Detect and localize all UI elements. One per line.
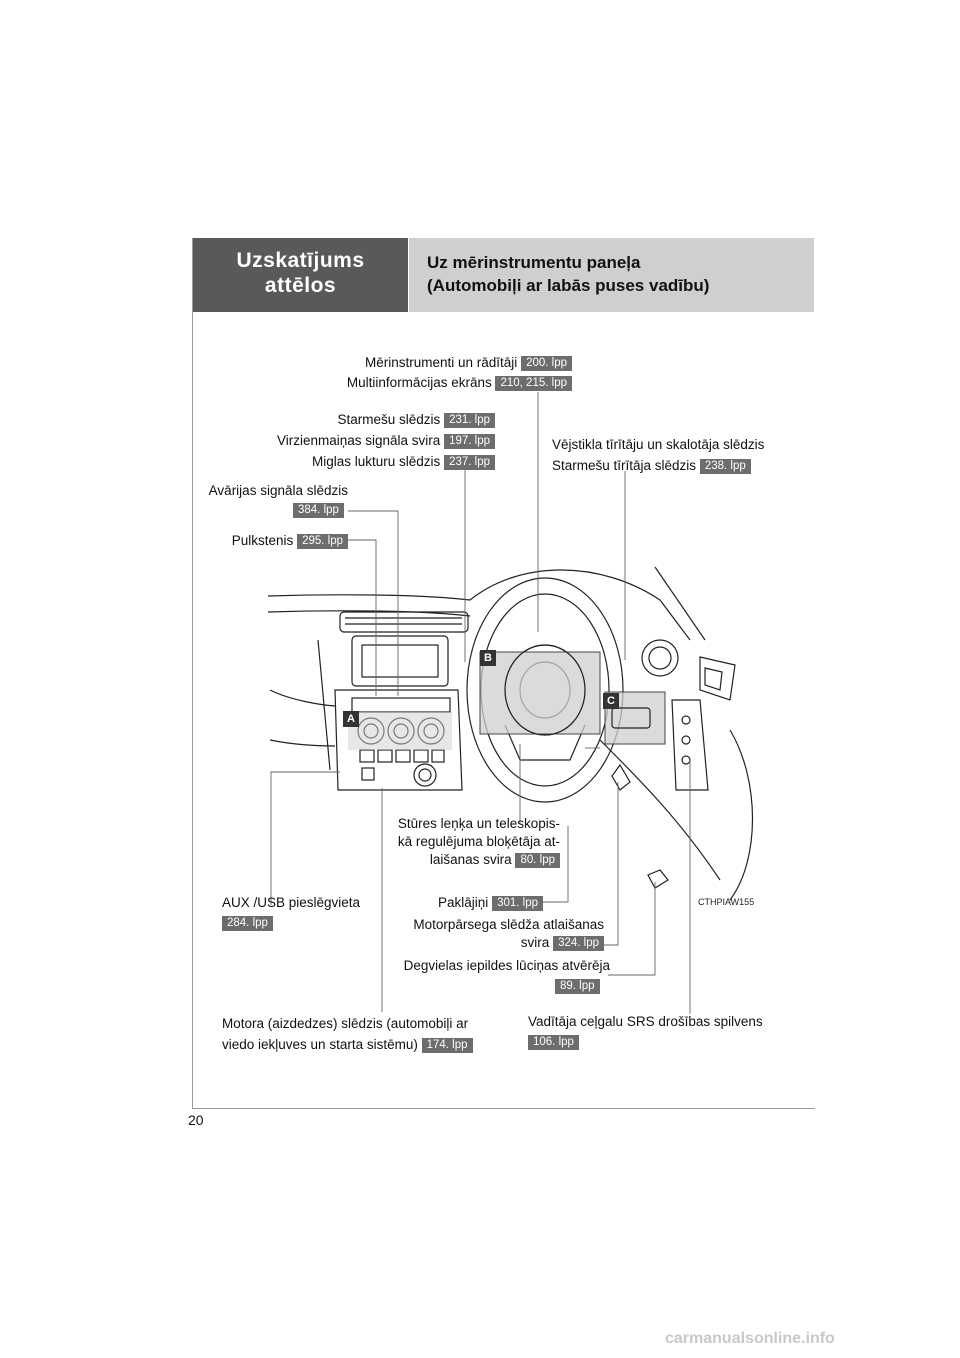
page-ref-badge[interactable]: 324. lpp [553,935,604,951]
watermark: carmanualsonline.info [665,1330,835,1347]
callout-headlight-cleaner-text: Starmešu tīrītāja slēdzis [552,458,697,473]
page-ref-badge[interactable]: 80. lpp [515,852,560,868]
callout-fuel-door: Degvielas iepildes lūciņas atvērēja [403,958,610,973]
page-ref-badge[interactable]: 295. lpp [297,533,348,549]
callout-multi-info: Multiinformācijas ekrāns 210, 215. lpp [300,374,572,392]
callout-hood-line1: Motorpārsega slēdža atlaišanas [413,917,604,932]
callout-turn-signal: Virzienmaiņas signāla svira 197. lpp [230,432,495,450]
callout-gauges-text: Mērinstrumenti un rādītāji [364,355,518,370]
callout-tilt-line2: kā regulējuma bloķētāja at- [397,834,560,849]
page-ref-badge[interactable]: 238. lpp [699,458,751,474]
callout-floor-mats: Paklājiņi 301. lpp [400,894,543,912]
callout-knee-airbag: Vadītāja ceļgalu SRS drošības spilvens [528,1014,763,1029]
page-ref-badge[interactable]: 301. lpp [492,895,543,911]
callout-headlight-cleaner: Starmešu tīrītāja slēdzis 238. lpp [552,457,751,475]
callout-hood-line2: svira [520,935,550,950]
callout-floor-mats-text: Paklājiņi [438,895,489,910]
page-ref-badge[interactable]: 210, 215. lpp [495,375,572,391]
callout-headlight-switch-text: Starmešu slēdzis [337,412,441,427]
callout-hazard: Avārijas signāla slēdzis [208,483,348,498]
callout-clock-text: Pulkstenis [231,533,294,548]
page-ref-badge[interactable]: 284. lpp [222,916,273,931]
callout-engine-line1: Motora (aizdedzes) slēdzis (automobiļi a… [222,1016,469,1031]
callout-turn-signal-text: Virzienmaiņas signāla svira [276,433,441,448]
section-tab: Uzskatījums attēlos [193,238,408,312]
page-ref-badge[interactable]: 237. lpp [444,454,495,470]
callout-fog-light-text: Miglas lukturu slēdzis [312,454,441,469]
callout-tilt-line3: laišanas svira [429,852,512,867]
callout-hood-release: Motorpārsega slēdža atlaišanas svira 324… [380,916,604,952]
callout-engine-switch: Motora (aizdedzes) slēdzis (automobiļi a… [222,1015,473,1054]
page-ref-badge[interactable]: 174. lpp [421,1037,473,1053]
marker-b: B [480,650,496,666]
callout-wiper-switch: Vējstikla tīrītāju un skalotāja slēdzis [552,437,765,452]
page-ref-badge[interactable]: 89. lpp [555,979,600,994]
callout-engine-line2: viedo iekļuves un starta sistēmu) [222,1037,418,1052]
section-title-line1: Uzskatījums [236,249,365,272]
page-ref-badge[interactable]: 197. lpp [444,433,495,449]
callout-gauges: Mērinstrumenti un rādītāji 200. lpp [330,354,572,372]
page-number: 20 [188,1112,204,1128]
callout-clock: Pulkstenis 295. lpp [150,532,348,550]
marker-a: A [343,711,359,727]
section-title-line2: attēlos [264,274,337,297]
page-title-line1: Uz mērinstrumentu paneļa [427,253,641,272]
marker-c: C [603,693,619,709]
callout-fog-light: Miglas lukturu slēdzis 237. lpp [230,453,495,471]
callout-headlight-switch: Starmešu slēdzis 231. lpp [230,411,495,429]
callout-multi-info-text: Multiinformācijas ekrāns [346,375,492,390]
page-title: Uz mērinstrumentu paneļa (Automobiļi ar … [409,238,814,312]
callout-tilt-lever: Stūres leņķa un teleskopis- kā regulējum… [380,815,560,869]
callout-tilt-line1: Stūres leņķa un teleskopis- [397,816,560,831]
page-ref-badge[interactable]: 200. lpp [521,355,572,371]
page-ref-badge[interactable]: 106. lpp [528,1035,579,1050]
callout-aux-usb: AUX /USB pieslēgvieta [222,895,361,910]
page-ref-badge[interactable]: 384. lpp [293,503,344,518]
page-title-line2: (Automobiļi ar labās puses vadību) [427,276,710,295]
image-code: CTHPIAW155 [698,897,755,907]
page-ref-badge[interactable]: 231. lpp [444,412,495,428]
page-frame [192,238,815,1109]
